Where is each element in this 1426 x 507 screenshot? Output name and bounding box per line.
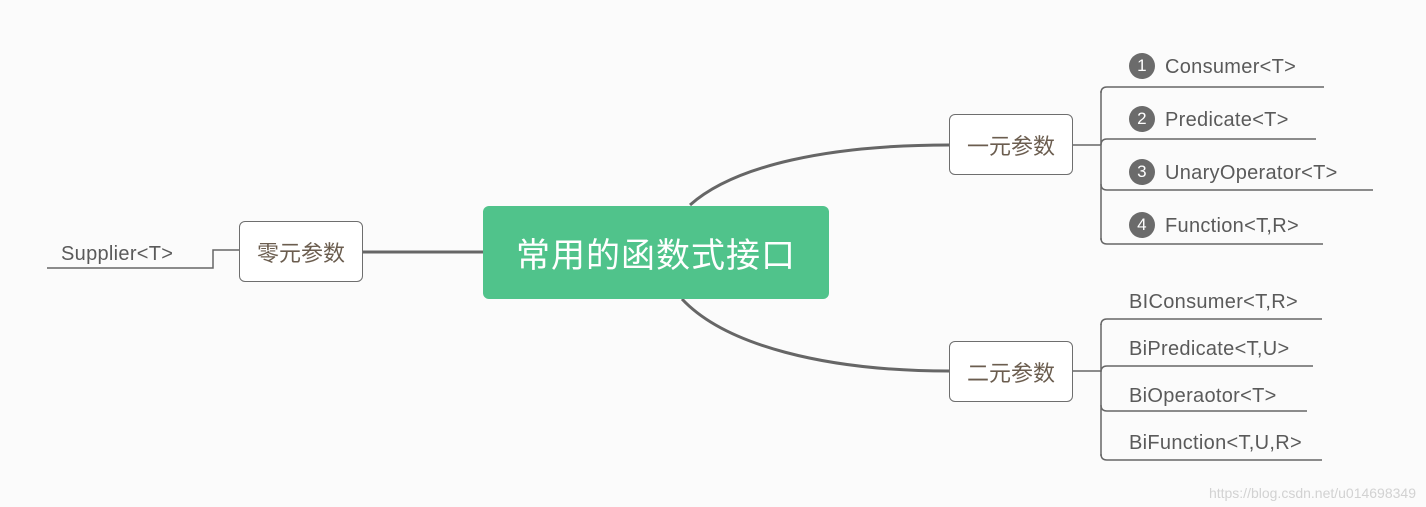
topic-one-param[interactable]: 一元参数 — [949, 114, 1073, 175]
underline-biconsumer — [1100, 318, 1322, 326]
leaf-bifunction-label: BiFunction<T,U,R> — [1129, 432, 1302, 454]
underline-function — [1100, 237, 1323, 245]
leaf-bioperator-label: BiOperaotor<T> — [1129, 385, 1277, 407]
topic-zero-label: 零元参数 — [256, 241, 345, 267]
topic-two-params[interactable]: 二元参数 — [949, 341, 1073, 402]
underline-bipredicate — [1100, 365, 1313, 373]
leaf-predicate-label: Predicate<T> — [1165, 109, 1289, 131]
leaf-bifunction[interactable]: BiFunction<T,U,R> — [1129, 428, 1302, 458]
leaf-biconsumer-label: BIConsumer<T,R> — [1129, 291, 1299, 313]
underline-bioperator — [1100, 404, 1307, 412]
leaf-unary-operator[interactable]: 3 UnaryOperator<T> — [1129, 158, 1338, 188]
leaf-biconsumer[interactable]: BIConsumer<T,R> — [1129, 287, 1298, 317]
link-central-two — [680, 297, 950, 373]
underline-unary — [1100, 183, 1373, 191]
link-zero-supplier — [47, 249, 240, 269]
leaf-bioperator[interactable]: BiOperaotor<T> — [1129, 381, 1277, 411]
leaf-supplier[interactable]: Supplier<T> — [61, 239, 173, 269]
central-topic[interactable]: 常用的函数式接口 — [483, 206, 829, 299]
leaf-unary-operator-label: UnaryOperator<T> — [1165, 162, 1338, 184]
leaf-consumer-label: Consumer<T> — [1165, 56, 1297, 78]
leaf-function[interactable]: 4 Function<T,R> — [1129, 211, 1299, 241]
leaf-supplier-label: Supplier<T> — [61, 243, 174, 265]
leaf-bipredicate[interactable]: BiPredicate<T,U> — [1129, 334, 1289, 364]
central-topic-label: 常用的函数式接口 — [516, 236, 796, 276]
underline-consumer — [1100, 86, 1324, 94]
topic-zero-params[interactable]: 零元参数 — [239, 221, 363, 282]
watermark: https://blog.csdn.net/u014698349 — [1208, 485, 1416, 501]
leaf-bipredicate-label: BiPredicate<T,U> — [1129, 338, 1290, 360]
priority-4-icon: 4 — [1129, 211, 1155, 238]
priority-2-icon: 2 — [1129, 105, 1155, 132]
leaf-predicate[interactable]: 2 Predicate<T> — [1129, 105, 1289, 135]
underline-predicate — [1100, 138, 1316, 146]
topic-two-label: 二元参数 — [966, 361, 1055, 387]
leaf-consumer[interactable]: 1 Consumer<T> — [1129, 52, 1296, 82]
leaf-function-label: Function<T,R> — [1165, 215, 1299, 237]
priority-1-icon: 1 — [1129, 52, 1155, 79]
topic-one-label: 一元参数 — [966, 134, 1055, 160]
link-central-one — [689, 143, 950, 207]
underline-bifunction — [1100, 453, 1322, 461]
priority-3-icon: 3 — [1129, 158, 1155, 185]
